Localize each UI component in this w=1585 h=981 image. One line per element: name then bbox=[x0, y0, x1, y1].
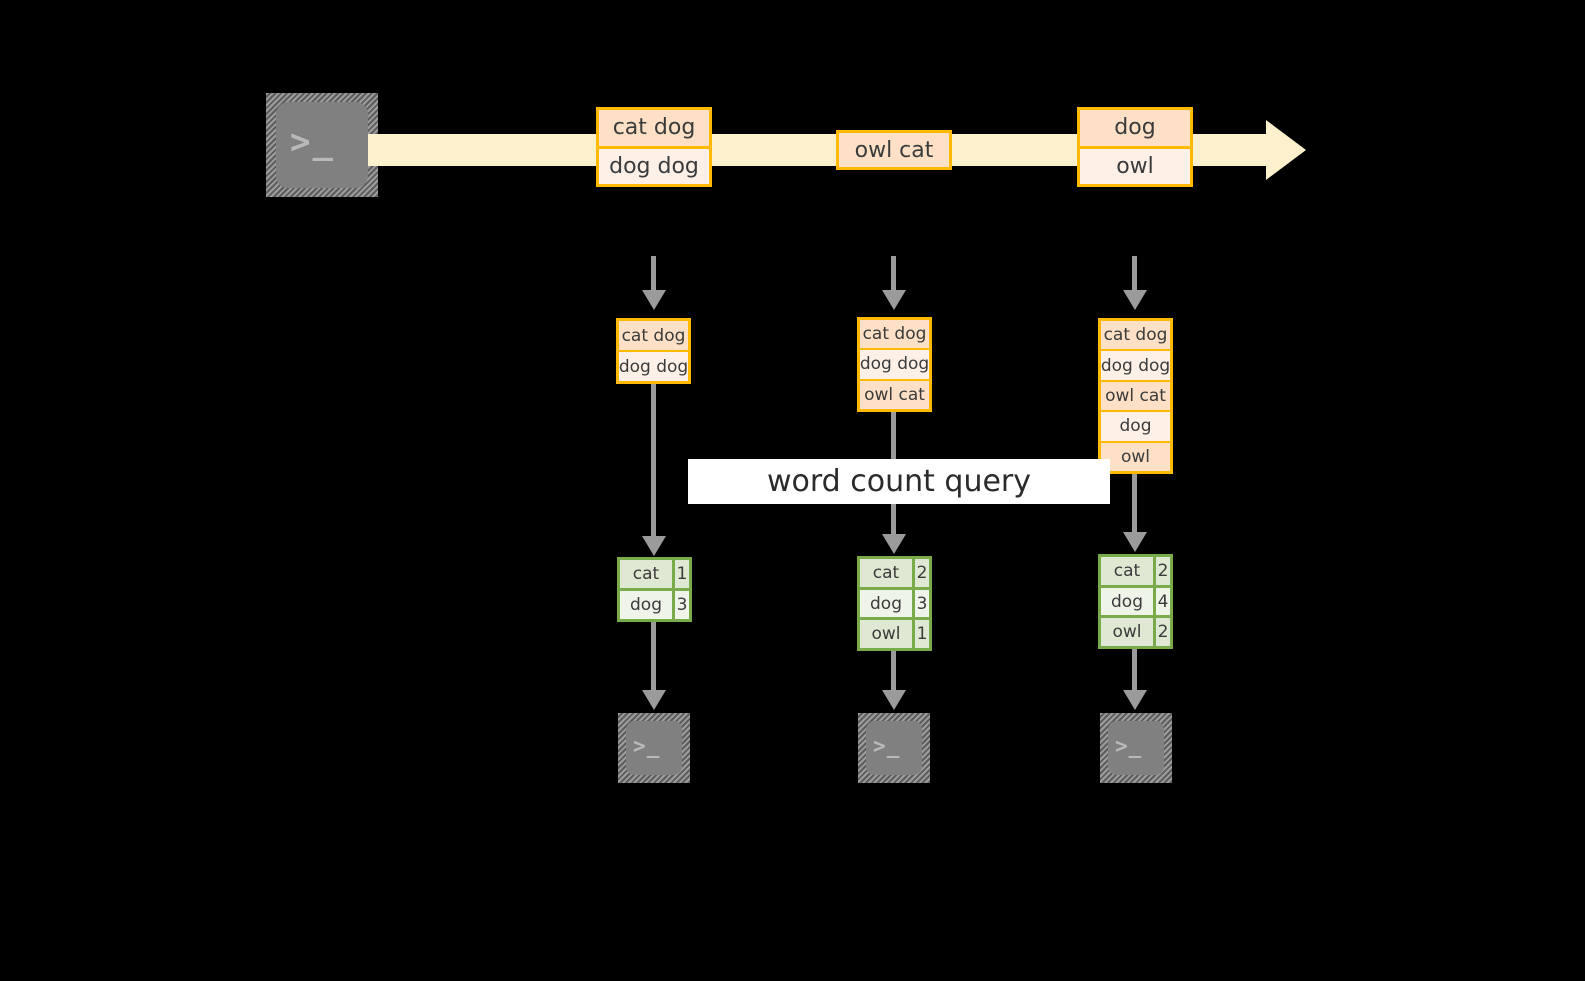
terminal-prompt-glyph: >_ bbox=[290, 122, 335, 162]
result-count: 1 bbox=[672, 560, 689, 588]
output-arrowhead-3 bbox=[1123, 690, 1147, 710]
snapshot-trigger-arrowhead-1 bbox=[642, 290, 666, 310]
output-line-1 bbox=[651, 622, 656, 694]
sink-terminal-icon-2: >_ bbox=[858, 713, 930, 783]
table-row: cat 1 bbox=[620, 560, 689, 588]
log-row: owl bbox=[1101, 440, 1170, 472]
result-table-3[interactable]: cat 2 dog 4 owl 2 bbox=[1098, 554, 1173, 649]
log-row: cat dog bbox=[619, 321, 688, 350]
log-row: cat dog bbox=[860, 320, 929, 349]
snapshot-log-2[interactable]: cat dog dog dog owl cat bbox=[857, 317, 932, 412]
stream-event-line: owl bbox=[1080, 145, 1190, 184]
stream-event-line: dog bbox=[1080, 110, 1190, 146]
log-row: cat dog bbox=[1101, 321, 1170, 350]
table-row: dog 3 bbox=[620, 588, 689, 619]
log-row: dog dog bbox=[619, 350, 688, 381]
stream-event-line: cat dog bbox=[599, 110, 709, 146]
snapshot-log-3[interactable]: cat dog dog dog owl cat dog owl bbox=[1098, 318, 1173, 474]
sink-terminal-icon-1: >_ bbox=[618, 713, 690, 783]
result-word: dog bbox=[1101, 587, 1153, 616]
result-word: owl bbox=[1101, 618, 1153, 647]
terminal-prompt-glyph: >_ bbox=[873, 734, 901, 758]
terminal-prompt-glyph: >_ bbox=[633, 734, 661, 758]
log-row: dog dog bbox=[1101, 349, 1170, 380]
table-row: owl 1 bbox=[860, 617, 929, 649]
snapshot-trigger-line-2 bbox=[891, 256, 896, 292]
result-count: 4 bbox=[1153, 587, 1170, 616]
stream-event-1[interactable]: cat dog dog dog bbox=[596, 107, 712, 187]
result-count: 2 bbox=[1153, 557, 1170, 585]
output-line-3 bbox=[1132, 649, 1137, 694]
snapshot-trigger-line-1 bbox=[651, 256, 656, 292]
query-arrowhead-1 bbox=[642, 536, 666, 556]
result-word: dog bbox=[620, 591, 672, 619]
query-line-1 bbox=[651, 384, 656, 539]
sink-terminal-icon-3: >_ bbox=[1100, 713, 1172, 783]
terminal-screen bbox=[865, 720, 923, 776]
snapshot-trigger-arrowhead-2 bbox=[882, 290, 906, 310]
log-row: owl cat bbox=[1101, 379, 1170, 411]
result-count: 2 bbox=[1153, 618, 1170, 647]
table-row: dog 3 bbox=[860, 586, 929, 618]
output-arrowhead-1 bbox=[642, 690, 666, 710]
snapshot-log-1[interactable]: cat dog dog dog bbox=[616, 318, 691, 384]
result-word: cat bbox=[860, 559, 912, 587]
log-row: dog dog bbox=[860, 348, 929, 379]
terminal-screen bbox=[276, 102, 368, 188]
log-row: dog bbox=[1101, 410, 1170, 441]
stream-event-3[interactable]: dog owl bbox=[1077, 107, 1193, 187]
event-stream-arrowhead bbox=[1266, 120, 1306, 180]
result-count: 2 bbox=[912, 559, 929, 587]
query-label-banner: word count query bbox=[688, 459, 1110, 504]
result-table-1[interactable]: cat 1 dog 3 bbox=[617, 557, 692, 622]
query-label-text: word count query bbox=[766, 464, 1032, 499]
terminal-prompt-glyph: >_ bbox=[1115, 734, 1143, 758]
source-terminal-icon: >_ bbox=[266, 93, 378, 197]
query-line-3 bbox=[1132, 474, 1137, 536]
stream-event-line: dog dog bbox=[599, 145, 709, 184]
result-count: 3 bbox=[672, 591, 689, 619]
table-row: owl 2 bbox=[1101, 615, 1170, 647]
result-word: cat bbox=[620, 560, 672, 588]
result-table-2[interactable]: cat 2 dog 3 owl 1 bbox=[857, 556, 932, 651]
query-arrowhead-2 bbox=[882, 534, 906, 554]
table-row: dog 4 bbox=[1101, 584, 1170, 616]
result-word: cat bbox=[1101, 557, 1153, 585]
snapshot-trigger-arrowhead-3 bbox=[1123, 290, 1147, 310]
output-arrowhead-2 bbox=[882, 690, 906, 710]
terminal-screen bbox=[1107, 720, 1165, 776]
query-arrowhead-3 bbox=[1123, 532, 1147, 552]
result-word: dog bbox=[860, 589, 912, 618]
terminal-screen bbox=[625, 720, 683, 776]
table-row: cat 2 bbox=[1101, 557, 1170, 585]
stream-event-2[interactable]: owl cat bbox=[836, 130, 952, 170]
table-row: cat 2 bbox=[860, 559, 929, 587]
result-count: 1 bbox=[912, 620, 929, 649]
result-word: owl bbox=[860, 620, 912, 649]
stream-event-line: owl cat bbox=[839, 133, 949, 167]
result-count: 3 bbox=[912, 589, 929, 618]
snapshot-trigger-line-3 bbox=[1132, 256, 1137, 292]
output-line-2 bbox=[891, 651, 896, 694]
log-row: owl cat bbox=[860, 378, 929, 409]
